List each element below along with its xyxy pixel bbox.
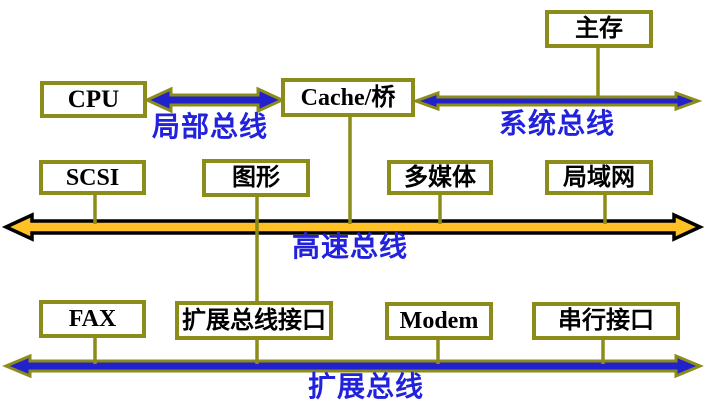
high-speed-bus-arrow	[1, 212, 705, 242]
box-graphics: 图形	[202, 159, 310, 197]
box-serial-interface: 串行接口	[532, 302, 680, 340]
local-bus-arrow	[143, 86, 286, 114]
label-high-speed-bus: 高速总线	[291, 232, 408, 263]
box-fax: FAX	[39, 300, 146, 338]
label-expansion-bus: 扩展总线	[307, 372, 424, 403]
box-scsi: SCSI	[39, 160, 146, 195]
box-expansion-bus-interface: 扩展总线接口	[175, 301, 333, 340]
label-local-bus: 局部总线	[151, 112, 268, 143]
box-lan: 局域网	[545, 160, 653, 195]
box-cache-bridge: Cache/桥	[281, 78, 415, 117]
box-main-memory: 主存	[545, 10, 653, 48]
label-system-bus: 系统总线	[498, 109, 615, 140]
box-cpu: CPU	[40, 81, 147, 118]
system-bus-arrow	[411, 90, 703, 112]
box-multimedia: 多媒体	[387, 160, 493, 195]
box-modem: Modem	[385, 302, 493, 340]
expansion-bus-arrow	[2, 353, 704, 379]
